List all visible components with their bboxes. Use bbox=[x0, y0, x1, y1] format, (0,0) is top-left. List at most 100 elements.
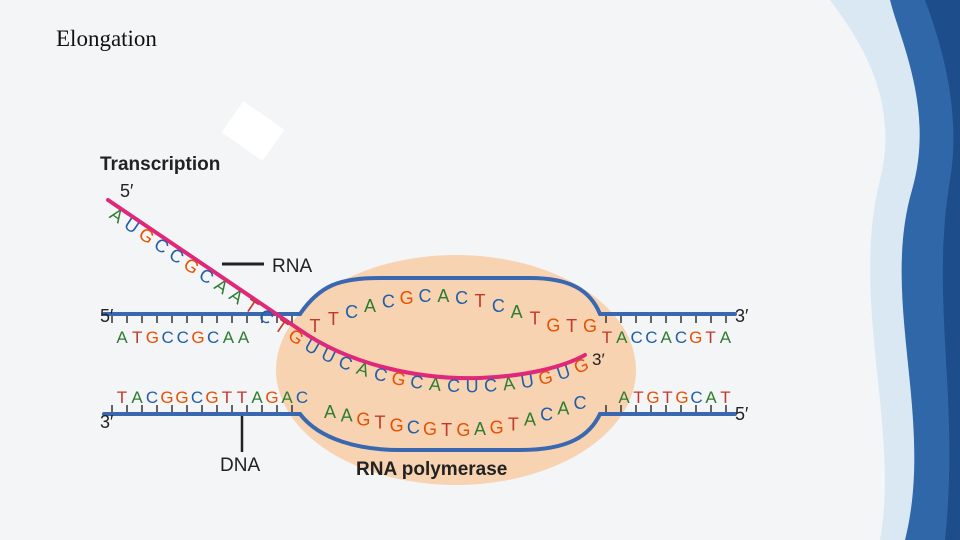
rna-base: A bbox=[502, 373, 516, 394]
coding-bubble-base: T bbox=[566, 316, 577, 336]
coding-right-base: A bbox=[661, 328, 673, 347]
template-bubble-base: C bbox=[540, 404, 553, 424]
coding-right-base: T bbox=[705, 328, 715, 347]
coding-bubble-base: G bbox=[400, 288, 414, 308]
coding-bubble-base: A bbox=[364, 296, 376, 316]
rna-polymerase-label: RNA polymerase bbox=[356, 459, 507, 480]
rna-base: A bbox=[428, 374, 442, 395]
dna-template-strand bbox=[102, 412, 737, 452]
template-left-base: T bbox=[222, 388, 232, 407]
coding-left-base: C bbox=[177, 328, 189, 347]
coding-bubble-base: G bbox=[583, 316, 597, 336]
template-bubble-base: G bbox=[490, 418, 504, 438]
rna-base: U bbox=[554, 361, 573, 384]
template-left-base: G bbox=[265, 388, 278, 407]
rna-base: A bbox=[226, 285, 247, 308]
rna-base: C bbox=[372, 363, 390, 386]
template-bubble-base: G bbox=[456, 420, 470, 440]
template-bubble-base: A bbox=[474, 419, 486, 439]
rna-base: A bbox=[211, 275, 232, 298]
coding-bubble-base: A bbox=[511, 302, 523, 322]
rna-base: G bbox=[390, 368, 408, 390]
template-bubble-base: A bbox=[557, 399, 569, 419]
diagram-heading: Transcription bbox=[100, 154, 220, 175]
rna-strand bbox=[106, 198, 587, 381]
template-left-base: A bbox=[251, 388, 263, 407]
decorative-square bbox=[221, 101, 285, 161]
template-left-base: T bbox=[117, 388, 127, 407]
rna-base: U bbox=[466, 376, 479, 396]
template-left-base: A bbox=[131, 388, 143, 407]
coding-bubble-base: C bbox=[419, 286, 432, 306]
template-right-base: T bbox=[720, 388, 730, 407]
right-bottom-5prime-label: 5′ bbox=[735, 404, 749, 424]
coding-left-base: G bbox=[146, 328, 159, 347]
template-right-base: A bbox=[705, 388, 717, 407]
coding-right-base: T bbox=[602, 328, 612, 347]
left-top-5prime-label: 5′ bbox=[100, 306, 114, 326]
rna-3prime-label: 3′ bbox=[592, 350, 605, 369]
template-bubble-base: C bbox=[574, 393, 587, 413]
coding-right-base: C bbox=[645, 328, 657, 347]
coding-bubble-base: A bbox=[437, 286, 449, 306]
dna-coding-strand bbox=[102, 276, 737, 316]
template-right-base: G bbox=[675, 388, 688, 407]
coding-right-base: A bbox=[720, 328, 732, 347]
template-bubble-base: G bbox=[390, 415, 404, 435]
template-right-base: C bbox=[690, 388, 702, 407]
right-top-3prime-label: 3′ bbox=[735, 306, 749, 326]
coding-left-base: A bbox=[223, 328, 235, 347]
rna-base: G bbox=[536, 366, 554, 389]
template-bubble-base: T bbox=[441, 420, 452, 440]
template-left-base: T bbox=[237, 388, 247, 407]
template-left-base: G bbox=[175, 388, 188, 407]
template-bubble-base: T bbox=[375, 413, 386, 433]
template-bubble-base: A bbox=[341, 406, 353, 426]
rna-base: C bbox=[409, 371, 425, 393]
coding-bubble-base: C bbox=[455, 288, 468, 308]
template-right-base: T bbox=[662, 388, 672, 407]
rna-base: C bbox=[447, 376, 461, 397]
coding-bubble-base: T bbox=[530, 309, 541, 329]
coding-left-base: A bbox=[116, 328, 128, 347]
dna-ticks bbox=[111, 316, 727, 412]
coding-bubble-base: C bbox=[345, 302, 358, 322]
coding-right-base: G bbox=[689, 328, 702, 347]
rna-base: C bbox=[483, 375, 497, 396]
template-bubble-base: A bbox=[324, 402, 336, 422]
template-left-base: C bbox=[191, 388, 203, 407]
template-bubble-base: A bbox=[524, 410, 536, 430]
template-bubble-base: C bbox=[407, 418, 420, 438]
coding-left-base: G bbox=[191, 328, 204, 347]
template-left-base: G bbox=[160, 388, 173, 407]
rna-label: RNA bbox=[272, 256, 312, 277]
coding-left-base: C bbox=[161, 328, 173, 347]
template-right-base: G bbox=[646, 388, 659, 407]
rna-base: A bbox=[354, 358, 372, 381]
coding-bubble-base: G bbox=[546, 316, 560, 336]
template-bubble-base: G bbox=[423, 419, 437, 439]
coding-bubble-base: C bbox=[382, 291, 395, 311]
template-right-base: A bbox=[618, 388, 630, 407]
coding-right-base: A bbox=[616, 328, 628, 347]
dna-label: DNA bbox=[220, 455, 260, 476]
rna-base: C bbox=[255, 305, 277, 329]
rna-base: U bbox=[519, 370, 535, 392]
template-bubble-base: G bbox=[356, 409, 370, 429]
coding-bubble-base: T bbox=[310, 316, 321, 336]
template-left-base: C bbox=[146, 388, 158, 407]
rna-5prime-label: 5′ bbox=[120, 181, 134, 201]
template-bubble-base: T bbox=[508, 414, 519, 434]
coding-bubble-base: T bbox=[328, 309, 339, 329]
coding-bubble-base: T bbox=[475, 291, 486, 311]
template-left-base: A bbox=[281, 388, 293, 407]
slide-title: Elongation bbox=[56, 26, 157, 51]
left-bottom-3prime-label: 3′ bbox=[100, 412, 114, 432]
coding-right-base: C bbox=[675, 328, 687, 347]
coding-right-base: C bbox=[630, 328, 642, 347]
rna-polymerase-shape bbox=[276, 255, 636, 485]
template-right-base: T bbox=[633, 388, 643, 407]
template-left-base: C bbox=[296, 388, 308, 407]
template-left-base: G bbox=[205, 388, 218, 407]
